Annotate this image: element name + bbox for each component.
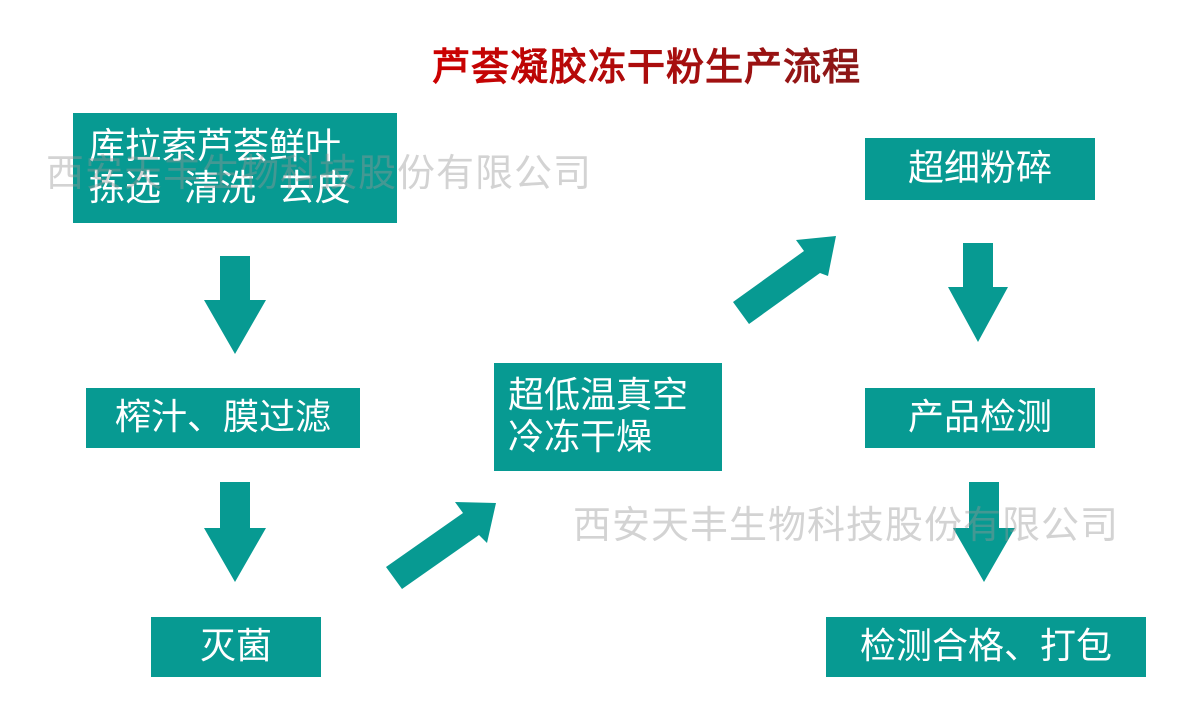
step-pack-box: 检测合格、打包 [826,617,1146,677]
step-pack-label: 检测合格、打包 [859,626,1112,667]
step-freeze-dry-box: 超低温真空 冷冻干燥 [494,363,722,471]
step-juice-label: 榨汁、膜过滤 [114,397,331,438]
step-grind-box: 超细粉碎 [865,138,1095,200]
step-freeze-dry-line1: 超低温真空 [508,375,689,416]
step-harvest-box: 库拉索芦荟鲜叶 拣选 清洗 去皮 [73,113,397,223]
arrow-down-grind-to-inspect [948,243,1008,342]
arrow-up-right-to-freeze-dry [386,502,496,589]
step-grind-label: 超细粉碎 [907,148,1052,189]
step-inspect-box: 产品检测 [865,388,1095,448]
diagram-title: 芦荟凝胶冻干粉生产流程 [432,36,861,91]
step-sterilize-label: 灭菌 [199,626,272,667]
arrow-down-inspect-to-pack [953,482,1015,582]
arrow-down-harvest-to-juice [204,256,266,354]
step-sterilize-box: 灭菌 [151,617,321,677]
step-harvest-line1: 库拉索芦荟鲜叶 [89,126,342,167]
step-harvest-line2: 拣选 清洗 去皮 [89,168,351,209]
step-juice-box: 榨汁、膜过滤 [86,388,360,448]
step-freeze-dry-line2: 冷冻干燥 [508,417,653,458]
arrow-down-juice-to-sterilize [204,482,266,582]
step-inspect-label: 产品检测 [907,397,1052,438]
arrow-up-right-to-grind [733,236,836,324]
